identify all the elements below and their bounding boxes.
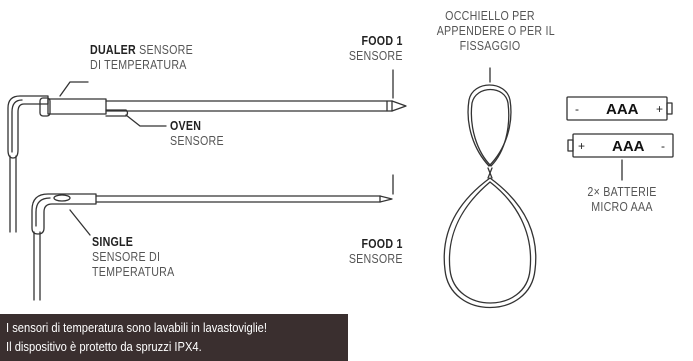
single-label-bold: SINGLE bbox=[92, 234, 134, 249]
single-label-line3: TEMPERATURA bbox=[92, 264, 175, 279]
oven-label: OVEN SENSORE bbox=[170, 118, 224, 148]
battery-caption-line1: 2× BATTERIE bbox=[587, 184, 657, 199]
dualer-label: DUALER SENSORE DI TEMPERATURA bbox=[90, 42, 193, 72]
battery-top-minus: - bbox=[575, 102, 579, 116]
dualer-label-bold: DUALER bbox=[90, 42, 136, 57]
food1-top-label-line2: SENSORE bbox=[349, 48, 403, 63]
battery-bottom-plus: + bbox=[578, 139, 585, 153]
loop-label-line1: OCCHIELLO PER bbox=[445, 8, 535, 23]
lanyard-loop bbox=[443, 67, 537, 309]
dishwasher-notice: I sensori di temperatura sono lavabili i… bbox=[0, 314, 348, 361]
loop-label-line3: FISSAGGIO bbox=[459, 38, 521, 53]
single-label-line2: SENSORE DI bbox=[92, 249, 161, 264]
notice-line1: I sensori di temperatura sono lavabili i… bbox=[6, 320, 268, 335]
battery-caption: 2× BATTERIE MICRO AAA bbox=[581, 184, 663, 214]
oven-label-line2: SENSORE bbox=[170, 133, 224, 148]
battery-bottom-minus: - bbox=[661, 139, 665, 153]
food1-top-label: FOOD 1 SENSORE bbox=[349, 33, 403, 63]
food1-bottom-label-line2: SENSORE bbox=[349, 251, 403, 266]
dualer-label-rest: SENSORE bbox=[135, 42, 193, 57]
batteries bbox=[566, 96, 674, 181]
oven-label-bold: OVEN bbox=[170, 118, 202, 133]
dualer-sensor bbox=[7, 69, 407, 233]
single-sensor bbox=[31, 174, 394, 301]
battery-top-plus: + bbox=[656, 102, 663, 116]
food1-bottom-label: FOOD 1 SENSORE bbox=[349, 236, 403, 266]
battery-caption-line2: MICRO AAA bbox=[591, 199, 653, 214]
food1-top-label-bold: FOOD 1 bbox=[361, 33, 403, 48]
single-label: SINGLE SENSORE DI TEMPERATURA bbox=[92, 234, 174, 279]
battery-bottom-label: AAA bbox=[612, 138, 645, 155]
notice-line2: Il dispositivo è protetto da spruzzi IPX… bbox=[6, 339, 202, 354]
loop-label: OCCHIELLO PER APPENDERE O PER IL FISSAGG… bbox=[436, 8, 555, 53]
dualer-label-line2: DI TEMPERATURA bbox=[90, 57, 187, 72]
battery-top-label: AAA bbox=[606, 101, 639, 118]
loop-label-line2: APPENDERE O PER IL bbox=[436, 23, 555, 38]
food1-bottom-label-bold: FOOD 1 bbox=[361, 236, 403, 251]
